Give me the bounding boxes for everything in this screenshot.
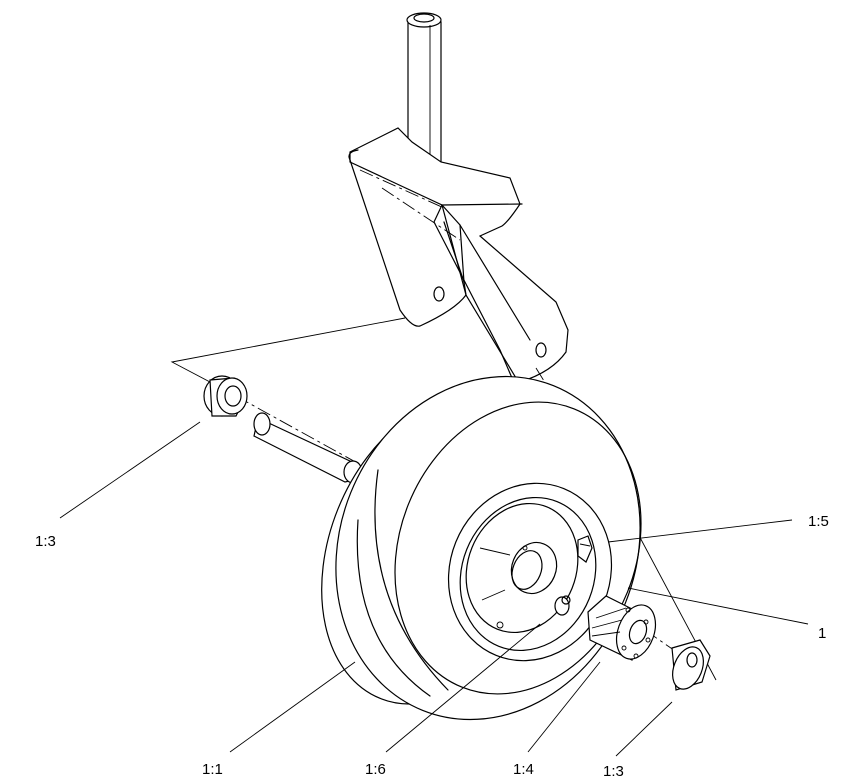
spacer-left (203, 375, 248, 417)
caster-fork (348, 127, 569, 383)
label-wheel-assembly: 1 (818, 625, 826, 642)
label-valve-stem: 1:5 (808, 513, 829, 530)
spacer-right (671, 639, 711, 691)
roller-bearing (587, 595, 657, 661)
axle-tube (253, 412, 363, 484)
callout-labels: 1:3 1:5 1 1:1 1:6 1:4 1:3 (35, 513, 829, 780)
valve-stem (577, 535, 593, 563)
label-spacer-left: 1:3 (35, 533, 56, 550)
callout-leaders (59, 421, 809, 757)
label-hub-grease: 1:6 (365, 761, 386, 778)
label-tire: 1:1 (202, 761, 223, 778)
wheel-rim (447, 482, 613, 662)
label-bearing: 1:4 (513, 761, 534, 778)
label-spacer-right: 1:3 (603, 763, 624, 780)
grease-fitting (554, 595, 571, 616)
